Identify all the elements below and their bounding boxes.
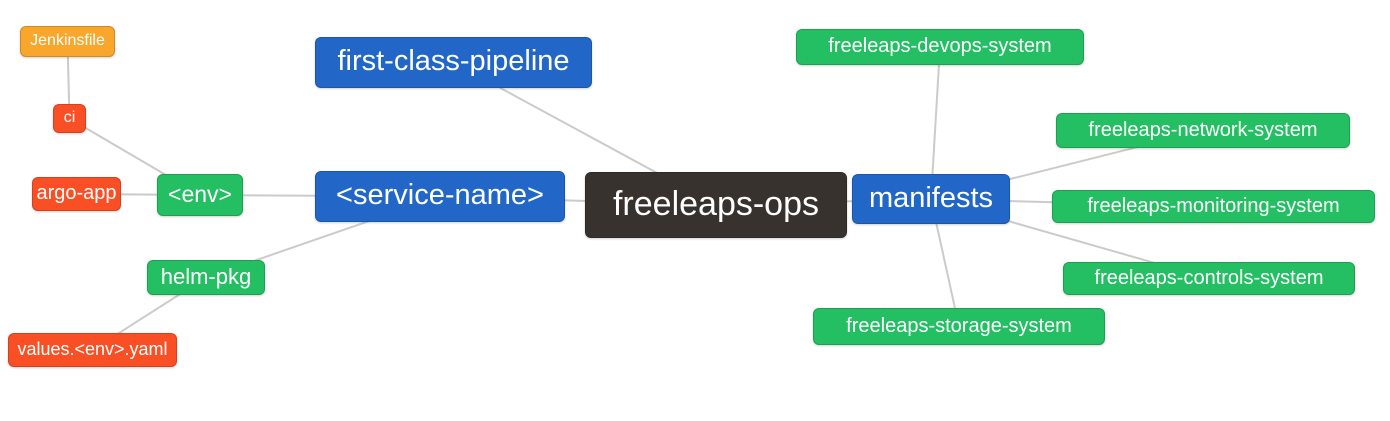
node-first-class-pipeline[interactable]: first-class-pipeline xyxy=(315,37,592,88)
node-devops-system[interactable]: freeleaps-devops-system xyxy=(796,29,1084,65)
node-monitoring-system[interactable]: freeleaps-monitoring-system xyxy=(1052,190,1375,223)
node-label: freeleaps-network-system xyxy=(1088,118,1318,141)
node-freeleaps-ops[interactable]: freeleaps-ops xyxy=(585,172,847,238)
node-helm-pkg[interactable]: helm-pkg xyxy=(147,260,265,295)
node-network-system[interactable]: freeleaps-network-system xyxy=(1056,113,1350,148)
node-label: argo-app xyxy=(36,182,117,204)
node-label: first-class-pipeline xyxy=(337,45,570,77)
node-label: freeleaps-monitoring-system xyxy=(1087,194,1340,217)
node-label: <env> xyxy=(168,180,232,207)
node-controls-system[interactable]: freeleaps-controls-system xyxy=(1063,262,1355,295)
node-label: values.<env>.yaml xyxy=(17,339,168,359)
node-label: freeleaps-ops xyxy=(612,185,819,223)
node-label: helm-pkg xyxy=(160,263,252,289)
node-service-name[interactable]: <service-name> xyxy=(315,171,565,222)
node-storage-system[interactable]: freeleaps-storage-system xyxy=(813,308,1105,345)
node-jenkinsfile[interactable]: Jenkinsfile xyxy=(20,26,115,57)
node-ci[interactable]: ci xyxy=(53,104,86,133)
node-label: ci xyxy=(63,108,76,126)
node-label: freeleaps-devops-system xyxy=(828,35,1052,57)
node-argo-app[interactable]: argo-app xyxy=(32,177,121,211)
node-label: freeleaps-storage-system xyxy=(846,314,1072,337)
node-label: freeleaps-controls-system xyxy=(1094,266,1324,289)
node-values-env-yaml[interactable]: values.<env>.yaml xyxy=(8,333,177,367)
node-env[interactable]: <env> xyxy=(157,174,243,216)
node-label: <service-name> xyxy=(336,179,544,211)
node-label: Jenkinsfile xyxy=(30,31,105,49)
node-manifests[interactable]: manifests xyxy=(852,174,1010,224)
node-label: manifests xyxy=(868,181,994,214)
